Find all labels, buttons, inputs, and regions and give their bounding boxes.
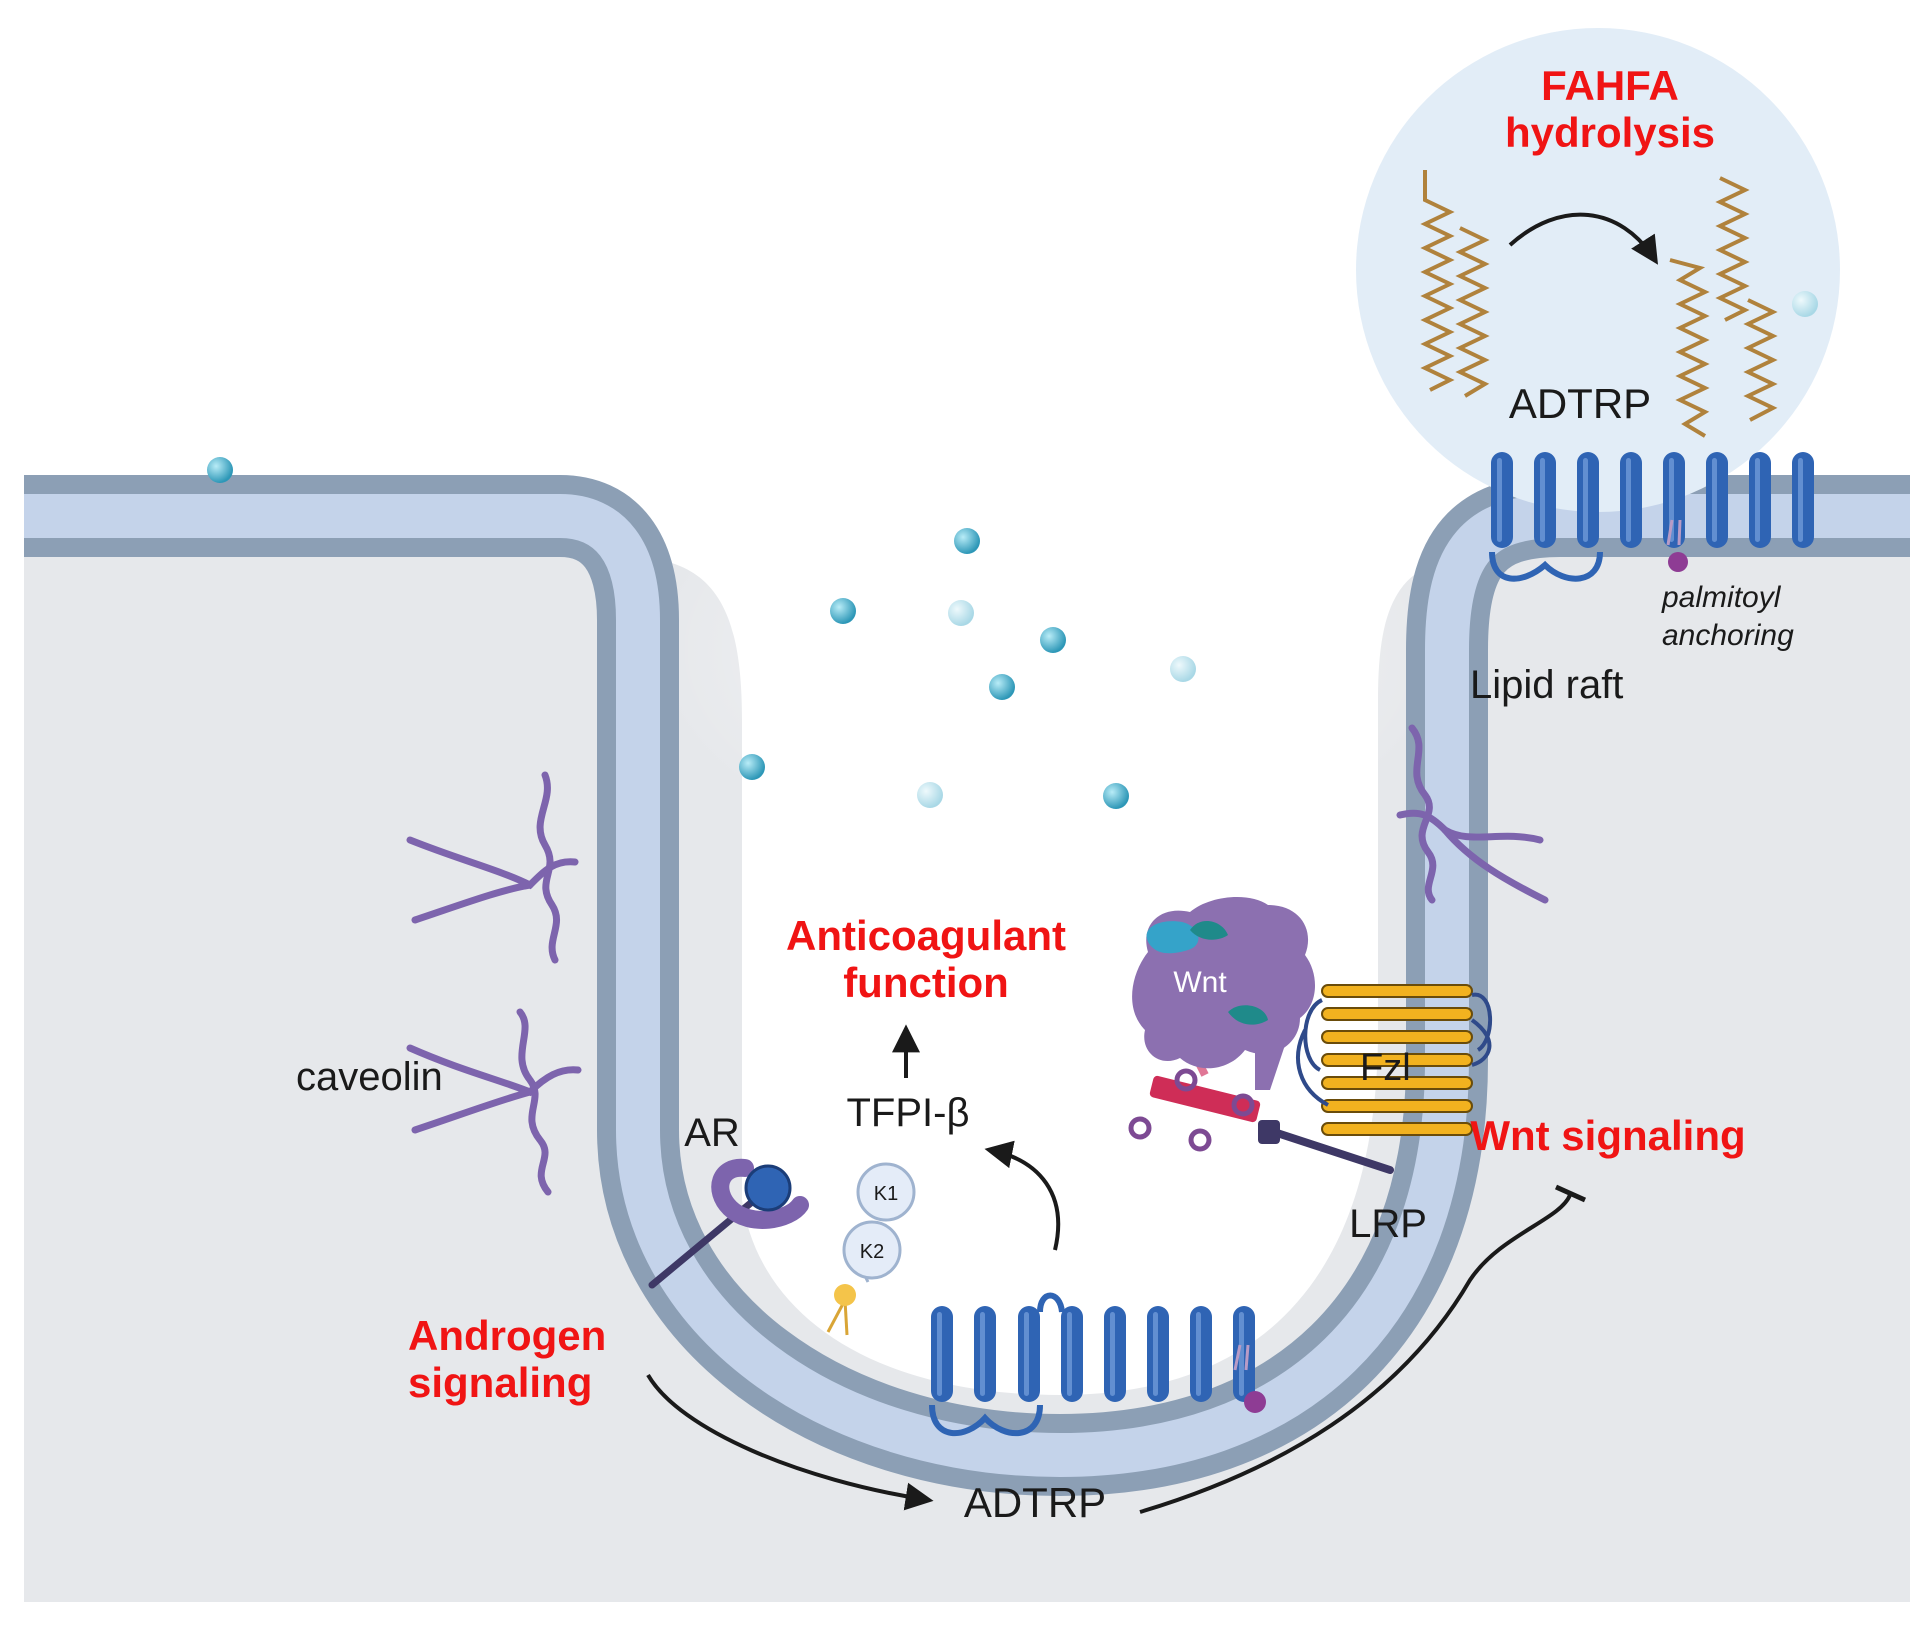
androgen-to-adtrp-arrow: [646, 1373, 934, 1511]
caveolin-proteins-right: [1396, 724, 1549, 904]
ligand-particles: [207, 291, 1818, 809]
adtrp-top-protein: [1489, 452, 1814, 582]
fahfa-lipid-chains: [1420, 170, 1778, 438]
palmitoyl-label-line2: anchoring: [1662, 619, 1794, 652]
k1-domain: [856, 1162, 916, 1222]
anticoagulant-label-line1: Anticoagulant: [786, 912, 1066, 959]
hydrolysis-arrow: [1508, 212, 1659, 265]
tfpi-beta-label: TFPI-β: [847, 1091, 970, 1135]
k2-domain: [842, 1220, 902, 1280]
lrp-label: LRP: [1349, 1202, 1427, 1246]
fzl-label: Fzl: [1360, 1047, 1411, 1089]
caveolin-label: caveolin: [296, 1055, 443, 1099]
palmitoyl-anchor-top: [1668, 552, 1688, 572]
adtrp-to-tfpi-arrow: [984, 1140, 1061, 1251]
adtrp-top-label: ADTRP: [1509, 380, 1651, 427]
inhibition-bar: [1554, 1184, 1587, 1203]
membrane-inner-layer: [24, 494, 1910, 1478]
wnt-label: Wnt: [1173, 966, 1227, 999]
adtrp-bottom-protein: [929, 1292, 1266, 1437]
androgen-label-line2: signaling: [408, 1359, 592, 1406]
tfpi-beta-domains: [826, 1162, 916, 1336]
androgen-receptor: [648, 1158, 809, 1289]
palmitoyl-label-line1: palmitoyl: [1661, 581, 1782, 614]
fahfa-label-line1: FAHFA: [1541, 62, 1679, 109]
frizzled-receptor: [1303, 984, 1492, 1136]
lrp-coreceptor: [1128, 1043, 1394, 1174]
adtrp-bottom-label: ADTRP: [964, 1479, 1106, 1526]
fahfa-label-line2: hydrolysis: [1505, 109, 1715, 156]
anticoagulant-label-line2: function: [843, 959, 1009, 1006]
wnt-protein: [1132, 896, 1329, 1107]
wnt-signaling-label: Wnt signaling: [1470, 1112, 1745, 1159]
caveolin-proteins-left: [406, 771, 582, 1196]
adtrp-inhibits-wnt-arrow: [1139, 1194, 1572, 1514]
ar-label: AR: [684, 1111, 740, 1155]
k2-label: K2: [860, 1241, 884, 1263]
lipid-raft-label: Lipid raft: [1470, 663, 1623, 707]
palmitoyl-anchor-bottom: [1244, 1391, 1266, 1413]
k1-label: K1: [874, 1183, 898, 1205]
androgen-label-line1: Androgen: [408, 1312, 606, 1359]
